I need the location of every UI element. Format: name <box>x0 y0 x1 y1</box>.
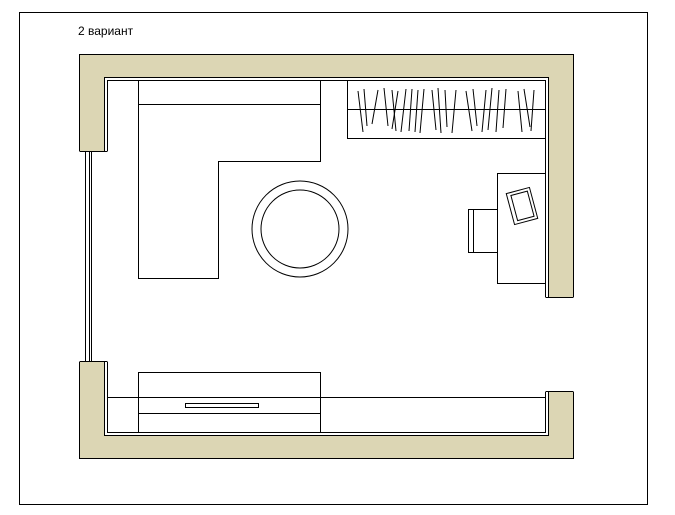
laptop <box>505 186 539 226</box>
corner-sofa <box>138 80 321 279</box>
outer-wall-outline <box>79 54 574 459</box>
window-frame <box>79 151 108 362</box>
wardrobe <box>347 80 546 139</box>
desk-chair <box>468 209 498 253</box>
sheet-frame <box>19 12 648 505</box>
wall-unit <box>107 372 546 433</box>
variant-label: 2 вариант <box>78 24 134 38</box>
room-walls <box>79 54 574 459</box>
door-opening <box>549 297 574 392</box>
tv-panel <box>185 403 259 408</box>
round-table-outer <box>251 180 349 278</box>
hangers <box>357 87 535 134</box>
door-jambs <box>545 297 574 392</box>
round-table-inner <box>260 189 340 269</box>
